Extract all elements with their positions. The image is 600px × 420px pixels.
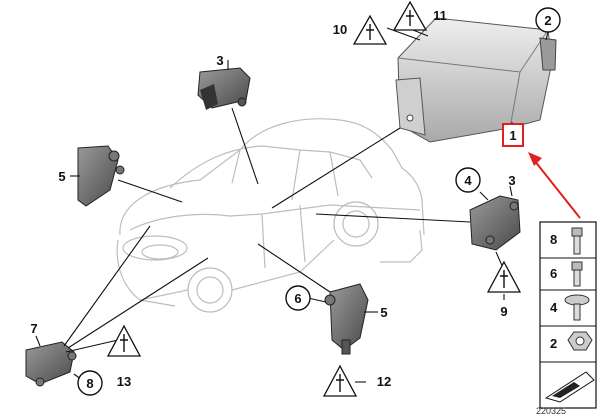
callout-10: 10 — [333, 22, 347, 37]
callout-5-left: 5 — [58, 169, 65, 184]
callout-5-middle: 5 — [380, 305, 387, 320]
warning-triangle-10 — [352, 14, 388, 45]
sensor-left-part — [77, 145, 125, 207]
control-unit-part — [395, 17, 557, 143]
callout-box-1 — [502, 123, 524, 147]
warning-triangle-11 — [392, 0, 428, 31]
arrow-sign-icon — [544, 371, 595, 403]
callout-3-top: 3 — [216, 53, 223, 68]
hardware-number-2: 2 — [550, 336, 557, 351]
callout-8: 8 — [86, 376, 93, 391]
bolt-short-icon — [571, 261, 583, 287]
hardware-number-8: 8 — [550, 232, 557, 247]
sensor-right-part — [469, 195, 521, 251]
callout-9: 9 — [500, 304, 507, 319]
hex-nut-icon — [567, 331, 593, 351]
flange-screw-icon — [564, 294, 590, 321]
bolt-hex-socket-icon — [571, 227, 583, 255]
highlight-arrow — [528, 152, 581, 219]
warning-triangle-9 — [486, 260, 522, 293]
callout-circle-2 — [535, 7, 561, 33]
callout-13: 13 — [117, 374, 131, 389]
sensor-top-part — [197, 67, 251, 110]
callout-circle-8 — [77, 370, 103, 396]
callout-circle-6 — [285, 285, 311, 311]
sensor-lower-left-part — [25, 341, 77, 387]
callout-3-right: 3 — [508, 173, 515, 188]
warning-triangle-13 — [106, 324, 142, 357]
callout-12: 12 — [377, 374, 391, 389]
callout-2: 2 — [544, 13, 551, 28]
hardware-number-4: 4 — [550, 300, 558, 315]
callout-6: 6 — [294, 291, 301, 306]
callout-circle-4 — [455, 167, 481, 193]
callout-1: 1 — [509, 128, 516, 143]
warning-triangle-12 — [322, 364, 358, 397]
car-outline — [116, 118, 425, 313]
hardware-panel: 8 6 4 2 — [539, 221, 597, 409]
hardware-number-6: 6 — [550, 266, 557, 281]
sensor-middle-part — [324, 283, 369, 355]
callout-11: 11 — [433, 8, 447, 23]
callout-7: 7 — [30, 321, 37, 336]
callout-4: 4 — [464, 173, 472, 188]
diagram-id: 220325 — [535, 406, 566, 416]
